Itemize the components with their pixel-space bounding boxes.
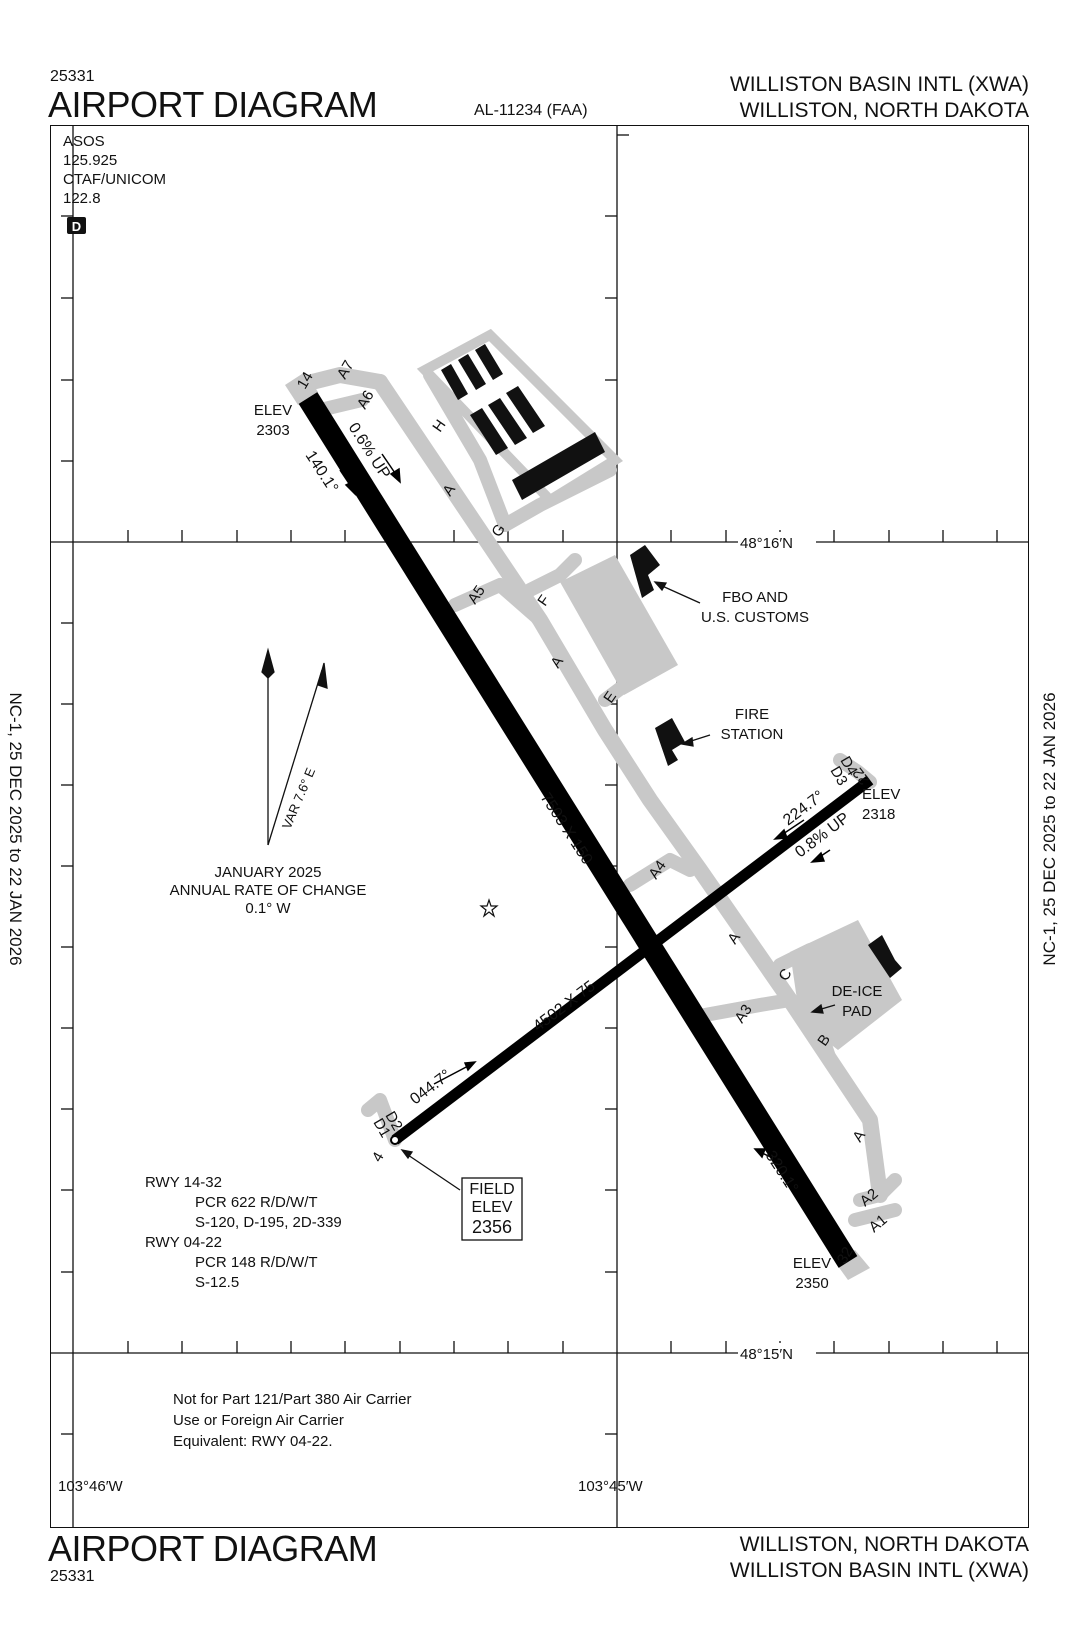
rwy1-strength: S-120, D-195, 2D-339 (195, 1214, 342, 1231)
fbo-label-line2: U.S. CUSTOMS (700, 609, 810, 626)
lat-lon-grid (50, 125, 1029, 1528)
rate-line3: 0.1° W (245, 900, 291, 917)
note-line1: Not for Part 121/Part 380 Air Carrier (173, 1391, 412, 1408)
callout-arrows (400, 581, 836, 1191)
arp-star-icon (479, 898, 499, 918)
taxiway-h (423, 368, 512, 532)
elev-32-value: 2350 (795, 1275, 829, 1292)
elev-22-value: 2318 (862, 806, 896, 823)
heading-arrows (339, 453, 831, 1173)
taxiway-a5 (448, 578, 547, 627)
fbo-apron (560, 555, 678, 695)
fire-station-building (655, 718, 685, 766)
field-elev-line2: ELEV (471, 1199, 513, 1216)
variation-label: VAR 7.6° E (279, 765, 318, 831)
north-hangars (441, 344, 605, 500)
rwy1-title: RWY 14-32 (145, 1174, 222, 1191)
taxiway-a7-label: A7 (334, 358, 358, 382)
lon-west-label: 103°46′W (58, 1478, 123, 1495)
fbo-label-line1: FBO AND (722, 589, 788, 606)
lat-south-label: 48°15′N (740, 1346, 793, 1363)
deice-label-line2: PAD (842, 1003, 872, 1020)
deice-building (868, 935, 902, 978)
elev-32-label: ELEV (792, 1255, 832, 1272)
chart-number-bottom: 25331 (50, 1568, 95, 1585)
runway-14-pad (285, 372, 318, 405)
taxiway-h-label: H (429, 417, 449, 436)
magnetic-variation-arrows (261, 647, 328, 846)
true-north-arrow (261, 647, 275, 679)
runway-22-label: 22 (849, 764, 873, 788)
taxiway-a6-label: A6 (354, 388, 378, 412)
runway-32-label: 32 (834, 1244, 857, 1267)
ctaf-label: CTAF/UNICOM (63, 171, 167, 188)
asos-frequency: 125.925 (63, 152, 118, 169)
taxiway-a (372, 374, 888, 1203)
runway-04-22 (391, 775, 874, 1145)
runway-04-22-dims: 4502 X 75 (530, 978, 599, 1036)
taxiway-a2 (853, 1173, 902, 1207)
taxiway-a3 (698, 993, 797, 1022)
airport-name: WILLISTON BASIN INTL (XWA) (729, 73, 1029, 96)
al-number: AL-11234 (FAA) (474, 102, 588, 119)
chart-number-top: 25331 (50, 68, 95, 85)
field-elev-marker (390, 1135, 400, 1145)
elev-14-value: 2303 (256, 422, 290, 439)
rwy2-pcr: PCR 148 R/D/W/T (195, 1254, 318, 1271)
asos-label: ASOS (63, 133, 105, 150)
fire-station-label-line2: STATION (720, 726, 784, 743)
lat-north-label: 48°16′N (740, 535, 793, 552)
runway-14-32 (298, 392, 858, 1268)
rate-line1: JANUARY 2025 (214, 864, 322, 881)
ctaf-frequency: 122.8 (63, 190, 101, 207)
taxiway-d1-d2 (361, 1093, 402, 1147)
d-badge: D (72, 219, 81, 234)
magnetic-north-arrow (317, 662, 328, 689)
note-line2: Use or Foreign Air Carrier (173, 1412, 344, 1429)
field-elev-line1: FIELD (469, 1181, 515, 1198)
fire-station-label-line1: FIRE (734, 706, 770, 723)
taxiway-f (523, 553, 582, 597)
page-title: AIRPORT DIAGRAM (48, 84, 378, 125)
lon-east-label: 103°45′W (578, 1478, 643, 1495)
taxiway-a1 (848, 1203, 902, 1227)
d-badge-bg (67, 217, 86, 234)
footer-title: AIRPORT DIAGRAM (48, 1528, 378, 1569)
rate-line2: ANNUAL RATE OF CHANGE (169, 882, 367, 899)
footer-city-state: WILLISTON, NORTH DAKOTA (739, 1533, 1029, 1556)
note-line3: Equivalent: RWY 04-22. (173, 1433, 333, 1450)
taxiway-a7 (292, 367, 388, 393)
runway-4-label: 4 (369, 1149, 388, 1165)
elev-14-label: ELEV (253, 402, 293, 419)
footer-airport-name: WILLISTON BASIN INTL (XWA) (729, 1559, 1029, 1582)
rwy1-pcr: PCR 622 R/D/W/T (195, 1194, 318, 1211)
taxiway-a4 (623, 853, 697, 892)
city-state: WILLISTON, NORTH DAKOTA (739, 99, 1029, 122)
elev-22-label: ELEV (862, 786, 901, 803)
diagram-frame (50, 125, 1029, 1528)
rwy2-title: RWY 04-22 (145, 1234, 222, 1251)
field-elev-value: 2356 (471, 1217, 513, 1237)
rwy2-strength: S-12.5 (195, 1274, 240, 1291)
runway-14-label: 14 (294, 369, 317, 392)
fbo-building (630, 545, 660, 598)
deice-label-line1: DE-ICE (831, 983, 883, 1000)
field-elev-box (461, 1177, 523, 1241)
